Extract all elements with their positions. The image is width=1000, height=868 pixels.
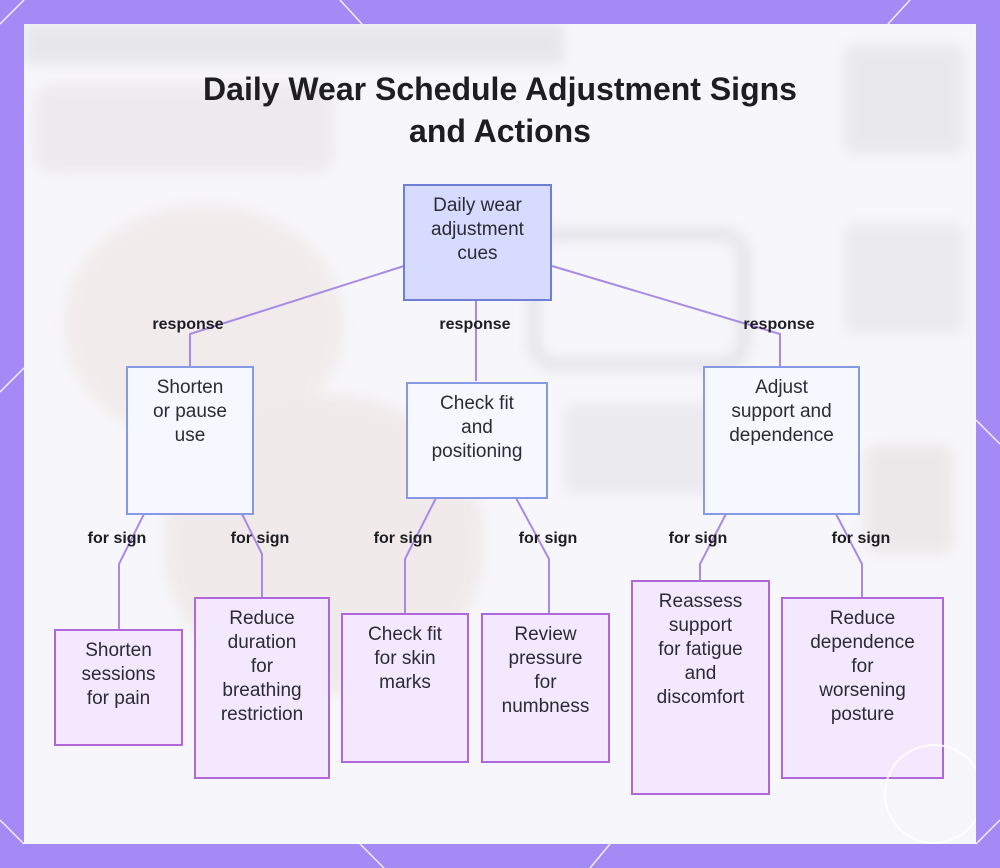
edge-label-for-sign: for sign [373, 530, 433, 547]
node-text: positioning [431, 441, 523, 462]
edge-label-response: response [743, 316, 815, 333]
connector-root-adjust [551, 265, 781, 367]
node-text: support [668, 615, 733, 636]
node-text: support and [731, 401, 832, 422]
node-text: use [174, 425, 206, 446]
node-text: for fatigue [658, 639, 743, 660]
node-text: worsening [819, 680, 906, 701]
node-text: discomfort [656, 687, 745, 708]
node-text: restriction [220, 704, 304, 725]
node-text: dependence [729, 425, 834, 446]
edge-label-for-sign: for sign [831, 530, 891, 547]
node-text: and [461, 417, 493, 438]
node-text: marks [379, 672, 431, 693]
node-shorten-sessions-pain[interactable]: Shorten sessions for pain [54, 629, 183, 746]
node-reassess-support-fatigue[interactable]: Reassess support for fatigue and discomf… [631, 580, 770, 795]
node-text: Review [514, 624, 577, 645]
node-reduce-duration-breathing[interactable]: Reduce duration for breathing restrictio… [194, 597, 330, 779]
edge-label-for-sign: for sign [518, 530, 578, 547]
connector-shorten-reduce [241, 513, 263, 598]
page-title: Daily Wear Schedule Adjustment Signs and… [24, 68, 976, 152]
node-text: for [250, 656, 274, 677]
node-adjust-support-dependence[interactable]: Adjust support and dependence [703, 366, 860, 515]
node-text: Shorten [85, 640, 152, 661]
node-text: Check fit [368, 624, 442, 645]
node-text: breathing [222, 680, 302, 701]
node-text: sessions [81, 664, 156, 685]
node-text: posture [830, 704, 895, 725]
node-check-fit-skin-marks[interactable]: Check fit for skin marks [341, 613, 469, 763]
edge-label-for-sign: for sign [87, 530, 147, 547]
node-text: for skin [374, 648, 436, 669]
node-text: Daily wear [433, 195, 522, 216]
node-text: adjustment [431, 219, 524, 240]
node-text: cues [457, 243, 498, 264]
node-shorten-or-pause-use[interactable]: Shorten or pause use [126, 366, 254, 515]
node-text: dependence [810, 632, 915, 653]
connector-lines [118, 265, 863, 630]
connector-check-pressure [515, 497, 550, 614]
node-check-fit-positioning[interactable]: Check fit and positioning [406, 382, 548, 499]
node-text: Check fit [440, 393, 514, 414]
node-daily-wear-cues[interactable]: Daily wear adjustment cues [403, 184, 552, 301]
connector-adjust-reduce [835, 513, 863, 598]
node-text: for [534, 672, 557, 693]
title-line-2: and Actions [409, 113, 591, 149]
node-text: for pain [86, 688, 151, 709]
connector-root-shorten [189, 265, 405, 367]
diagram-panel: Daily Wear Schedule Adjustment Signs and… [24, 24, 976, 844]
node-text: for [851, 656, 874, 677]
node-review-pressure-numbness[interactable]: Review pressure for numbness [481, 613, 610, 763]
node-text: numbness [501, 696, 590, 717]
edge-label-response: response [152, 316, 224, 333]
node-text: Adjust [755, 377, 808, 398]
node-text: Reduce [829, 608, 896, 629]
node-text: Reduce [229, 608, 295, 629]
connector-adjust-reassess [699, 513, 727, 581]
connector-check-skin [404, 497, 437, 614]
node-text: duration [227, 632, 297, 653]
node-text: or pause [153, 401, 227, 422]
watermark-badge-icon [884, 744, 976, 844]
edge-label-for-sign: for sign [668, 530, 728, 547]
connector-shorten-sessions [118, 513, 145, 630]
node-text: pressure [508, 648, 583, 669]
node-text: Reassess [658, 591, 743, 612]
node-text: and [684, 663, 717, 684]
title-line-1: Daily Wear Schedule Adjustment Signs [203, 71, 797, 107]
edge-label-response: response [439, 316, 511, 333]
node-text: Shorten [156, 377, 224, 398]
edge-label-for-sign: for sign [230, 530, 290, 547]
